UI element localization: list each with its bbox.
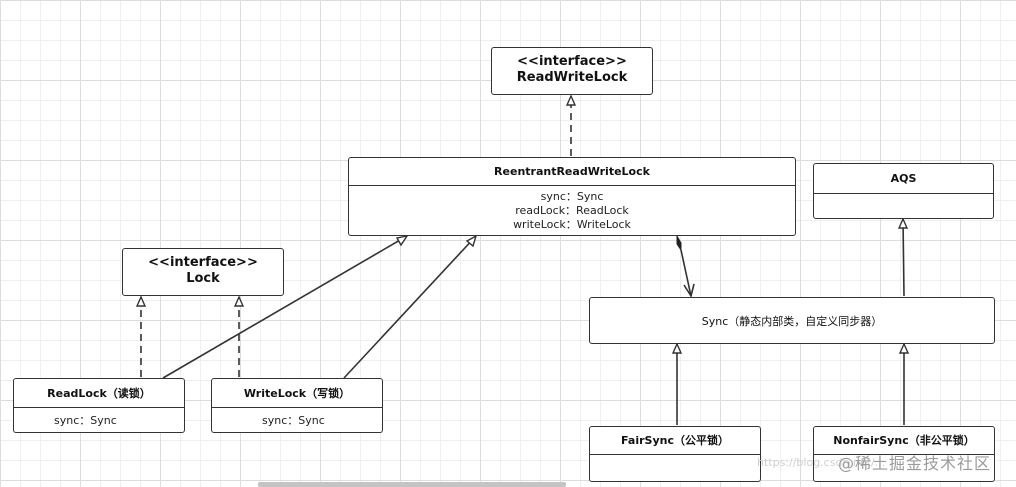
node-nonfairsync[interactable]: NonfairSync（非公平锁） [813,426,995,482]
node-lock[interactable]: <<interface>> Lock [122,248,284,296]
hollow-arrowhead [465,234,478,248]
node-fairsync[interactable]: FairSync（公平锁） [589,426,761,482]
sync-name: Sync（静态内部类，自定义同步器） [701,314,883,328]
reentrant-attrs: sync：Sync readLock：ReadLock writeLock：Wr… [349,186,795,232]
node-reentrant-read-write-lock[interactable]: ReentrantReadWriteLock sync：Sync readLoc… [348,157,796,236]
lock-name: Lock [186,271,220,286]
edge-readlock-to-reentrant [162,235,408,379]
node-writelock[interactable]: WriteLock（写锁） sync：Sync [211,378,383,433]
writelock-attr-sync: sync：Sync [262,414,325,427]
watermark-link: https://blog.csdn.net/... [757,456,886,469]
hollow-arrowhead [898,342,910,354]
hollow-arrowhead [565,94,577,106]
writelock-attrs: sync：Sync [212,408,382,428]
node-readwritelock[interactable]: <<interface>> ReadWriteLock [491,47,653,95]
readlock-name: ReadLock（读锁） [14,379,184,408]
readwritelock-name: ReadWriteLock [516,70,628,85]
horizontal-scrollbar[interactable] [258,482,566,487]
composition-diamond [676,234,682,252]
node-sync[interactable]: Sync（静态内部类，自定义同步器） [589,297,995,344]
composition-arrowhead [683,283,695,299]
hollow-arrowhead [671,342,683,354]
readlock-attrs: sync：Sync [14,408,184,428]
edge-reentrant-to-sync [680,249,692,297]
reentrant-attr-writelock: writeLock：WriteLock [513,218,631,231]
nonfairsync-name: NonfairSync（非公平锁） [814,427,994,455]
lock-stereotype: <<interface>> [148,255,258,270]
hollow-arrowhead [135,295,147,307]
reentrant-name: ReentrantReadWriteLock [349,158,795,186]
reentrant-attr-readlock: readLock：ReadLock [515,204,629,217]
aqs-name: AQS [814,164,993,194]
reentrant-attr-sync: sync：Sync [540,190,604,203]
edge-writelock-to-reentrant [343,235,477,379]
edge-sync-to-aqs [902,218,905,297]
writelock-name: WriteLock（写锁） [212,379,382,408]
readwritelock-stereotype: <<interface>> [517,54,627,69]
hollow-arrowhead [233,295,245,307]
node-readlock[interactable]: ReadLock（读锁） sync：Sync [13,378,185,433]
hollow-arrowhead [395,234,409,247]
watermark-logo: @稀土掘金技术社区 [838,454,992,473]
readlock-attr-sync: sync：Sync [54,414,117,427]
fairsync-name: FairSync（公平锁） [590,427,760,455]
hollow-arrowhead [897,217,909,229]
node-aqs[interactable]: AQS [813,163,994,219]
